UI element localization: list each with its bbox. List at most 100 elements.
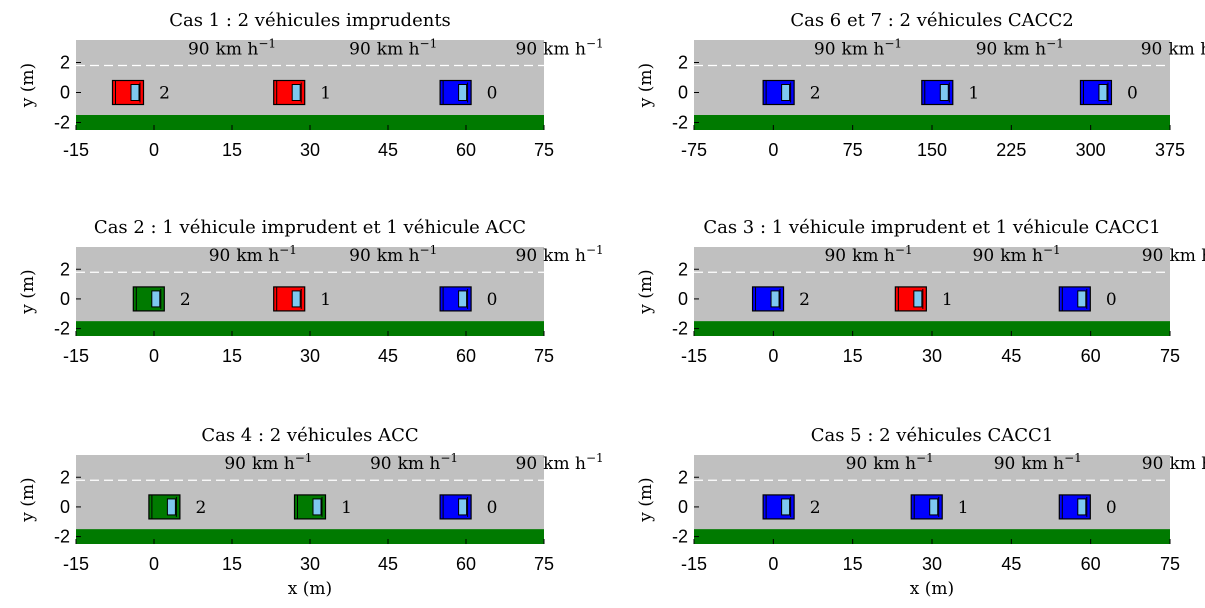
y-tick-label: -2 xyxy=(672,319,688,339)
speed-unit: km h xyxy=(1168,39,1205,59)
speed-unit: km h xyxy=(1021,454,1064,474)
panel-title: Cas 2 : 1 véhicule imprudent et 1 véhicu… xyxy=(94,217,526,238)
y-tick-label: -2 xyxy=(54,113,70,133)
x-tick-label: 75 xyxy=(534,554,554,574)
vehicle-id-label: 0 xyxy=(1106,290,1117,310)
vehicle-2 xyxy=(148,494,181,520)
speed-exponent: −1 xyxy=(1043,243,1061,257)
speed-value: 90 xyxy=(994,454,1016,474)
speed-unit: km h xyxy=(236,246,279,266)
speed-exponent: −1 xyxy=(586,451,604,465)
vehicle-2 xyxy=(111,79,145,106)
grass-strip xyxy=(76,321,544,336)
x-tick-label: 60 xyxy=(1081,554,1101,574)
panel-title: Cas 6 et 7 : 2 véhicules CACC2 xyxy=(790,10,1073,31)
x-tick-label: 15 xyxy=(222,140,242,160)
vehicle-windshield xyxy=(291,84,301,101)
speed-unit: km h xyxy=(216,39,259,59)
vehicle-id-label: 2 xyxy=(799,290,810,310)
speed-exponent: −1 xyxy=(884,36,902,50)
x-tick-label: 150 xyxy=(917,140,947,160)
speed-exponent: −1 xyxy=(420,36,438,50)
vehicle-0 xyxy=(1058,494,1091,520)
speed-exponent: −1 xyxy=(895,243,913,257)
x-tick-label: 45 xyxy=(1001,346,1021,366)
vehicle-0 xyxy=(1058,286,1091,312)
vehicle-1 xyxy=(921,79,954,106)
speed-unit: km h xyxy=(1000,246,1043,266)
vehicle-windshield xyxy=(458,290,468,308)
y-tick-label: 2 xyxy=(60,53,70,73)
x-tick-label: 30 xyxy=(300,554,320,574)
speed-unit: km h xyxy=(543,454,586,474)
y-tick-label: 2 xyxy=(60,259,70,279)
vehicle-1 xyxy=(273,79,306,106)
speed-exponent: −1 xyxy=(420,243,438,257)
vehicle-windshield xyxy=(130,84,140,101)
y-tick-label: 0 xyxy=(60,289,70,309)
y-axis-label: y (m) xyxy=(18,269,38,314)
vehicle-0 xyxy=(439,286,472,312)
panel-4: Cas 3 : 1 véhicule imprudent et 1 véhicu… xyxy=(636,217,1205,366)
speed-unit: km h xyxy=(1169,454,1205,474)
speed-value: 90 xyxy=(814,39,836,59)
speed-unit: km h xyxy=(543,246,586,266)
speed-value: 90 xyxy=(976,39,998,59)
x-tick-label: 75 xyxy=(1160,346,1180,366)
y-tick-label: -2 xyxy=(672,113,688,133)
vehicle-2 xyxy=(762,494,795,520)
speed-value: 90 xyxy=(1141,39,1163,59)
x-tick-label: 45 xyxy=(378,554,398,574)
grass-strip xyxy=(694,115,1170,130)
vehicle-id-label: 1 xyxy=(958,498,969,518)
speed-unit: km h xyxy=(1169,246,1205,266)
vehicle-windshield xyxy=(929,498,939,516)
panel-title: Cas 3 : 1 véhicule imprudent et 1 véhicu… xyxy=(703,217,1160,238)
speed-exponent: −1 xyxy=(1046,36,1064,50)
y-tick-label: 0 xyxy=(678,289,688,309)
x-tick-label: 45 xyxy=(378,346,398,366)
x-tick-label: -75 xyxy=(681,140,707,160)
speed-value: 90 xyxy=(516,39,538,59)
y-tick-label: 2 xyxy=(678,53,688,73)
y-tick-label: 2 xyxy=(60,467,70,487)
vehicle-id-label: 1 xyxy=(320,84,331,104)
speed-value: 90 xyxy=(188,39,210,59)
vehicle-windshield xyxy=(1098,84,1108,101)
vehicle-windshield xyxy=(458,498,468,516)
speed-value: 90 xyxy=(824,246,846,266)
speed-exponent: −1 xyxy=(279,243,297,257)
speed-unit: km h xyxy=(873,454,916,474)
x-tick-label: 60 xyxy=(456,346,476,366)
vehicle-id-label: 2 xyxy=(195,498,206,518)
vehicle-id-label: 2 xyxy=(810,84,821,104)
y-tick-label: 2 xyxy=(678,259,688,279)
y-tick-label: 0 xyxy=(60,83,70,103)
x-tick-label: 75 xyxy=(534,346,554,366)
x-tick-label: 45 xyxy=(1001,554,1021,574)
y-axis-label: y (m) xyxy=(18,63,38,108)
vehicle-id-label: 0 xyxy=(487,498,498,518)
y-tick-label: -2 xyxy=(54,319,70,339)
vehicle-0 xyxy=(439,79,472,106)
y-tick-label: 2 xyxy=(678,467,688,487)
y-tick-label: 0 xyxy=(678,497,688,517)
speed-unit: km h xyxy=(543,39,586,59)
x-tick-label: 0 xyxy=(149,554,159,574)
speed-exponent: −1 xyxy=(1064,451,1082,465)
speed-value: 90 xyxy=(349,39,371,59)
vehicle-2 xyxy=(751,286,785,312)
x-tick-label: 375 xyxy=(1155,140,1185,160)
vehicle-id-label: 0 xyxy=(1106,498,1117,518)
grass-strip xyxy=(694,529,1170,544)
